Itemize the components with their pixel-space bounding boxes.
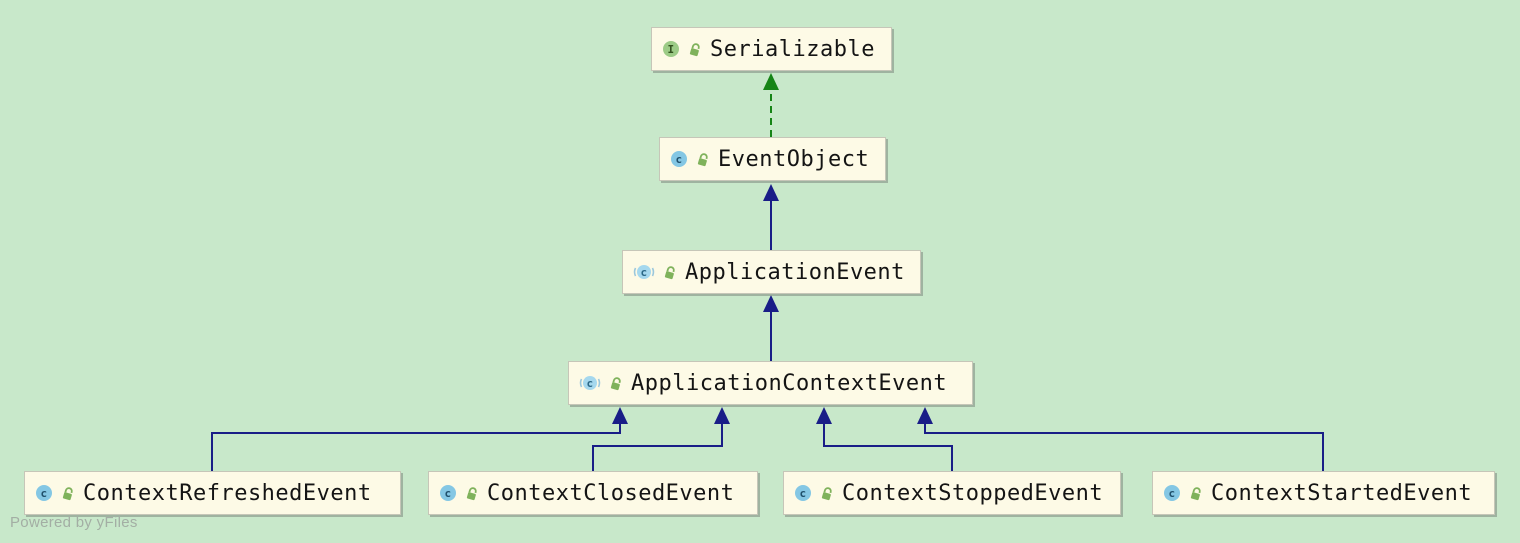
node-label: ContextStartedEvent (1211, 480, 1473, 506)
svg-text:c: c (586, 377, 593, 390)
edge-extends-contextclosedevent-applicationcontextevent (592, 407, 730, 471)
implements-arrowhead-icon (763, 73, 779, 90)
extends-arrowhead-icon (612, 407, 628, 424)
extends-arrowhead-icon (763, 295, 779, 312)
public-lock-icon (464, 485, 480, 501)
public-lock-icon (662, 264, 678, 280)
public-lock-icon (60, 485, 76, 501)
edge-extends-contextrefreshedevent-applicationcontextevent (211, 407, 628, 471)
svg-text:c: c (444, 487, 451, 500)
edge-extends-contextstartedevent-applicationcontextevent (917, 407, 1324, 471)
abstract-class-icon: c (633, 263, 655, 281)
extends-arrowhead-icon (816, 407, 832, 424)
extends-arrowhead-icon (714, 407, 730, 424)
class-icon: c (35, 484, 53, 502)
node-label: ContextStoppedEvent (842, 480, 1104, 506)
edge-implements-eventobject-serializable (763, 73, 779, 137)
svg-text:c: c (799, 487, 806, 500)
svg-text:I: I (667, 43, 674, 56)
node-label: EventObject (718, 146, 870, 172)
node-label: Serializable (710, 36, 875, 62)
node-eventobject[interactable]: c EventObject (659, 137, 886, 181)
abstract-class-icon: c (579, 374, 601, 392)
public-lock-icon (608, 375, 624, 391)
extends-arrowhead-icon (763, 184, 779, 201)
node-applicationevent[interactable]: c ApplicationEvent (622, 250, 921, 294)
class-icon: c (439, 484, 457, 502)
node-label: ContextRefreshedEvent (83, 480, 372, 506)
public-lock-icon (1188, 485, 1204, 501)
edge-extends-applicationcontextevent-applicationevent (763, 295, 779, 361)
node-label: ApplicationEvent (685, 259, 905, 285)
edge-extends-applicationevent-eventobject (763, 184, 779, 250)
class-icon: c (794, 484, 812, 502)
node-serializable[interactable]: I Serializable (651, 27, 892, 71)
svg-text:c: c (640, 266, 647, 279)
svg-text:c: c (675, 153, 682, 166)
node-applicationcontextevent[interactable]: c ApplicationContextEvent (568, 361, 973, 405)
interface-icon: I (662, 40, 680, 58)
edge-extends-contextstoppedevent-applicationcontextevent (816, 407, 953, 471)
class-icon: c (670, 150, 688, 168)
extends-arrowhead-icon (917, 407, 933, 424)
public-lock-icon (819, 485, 835, 501)
svg-text:c: c (1168, 487, 1175, 500)
class-icon: c (1163, 484, 1181, 502)
node-contextclosedevent[interactable]: c ContextClosedEvent (428, 471, 758, 515)
public-lock-icon (695, 151, 711, 167)
node-contextstoppedevent[interactable]: c ContextStoppedEvent (783, 471, 1121, 515)
public-lock-icon (687, 41, 703, 57)
node-label: ContextClosedEvent (487, 480, 735, 506)
node-contextstartedevent[interactable]: c ContextStartedEvent (1152, 471, 1495, 515)
node-label: ApplicationContextEvent (631, 370, 948, 396)
yfiles-watermark: Powered by yFiles (10, 514, 138, 531)
node-contextrefreshedevent[interactable]: c ContextRefreshedEvent (24, 471, 401, 515)
svg-text:c: c (40, 487, 47, 500)
